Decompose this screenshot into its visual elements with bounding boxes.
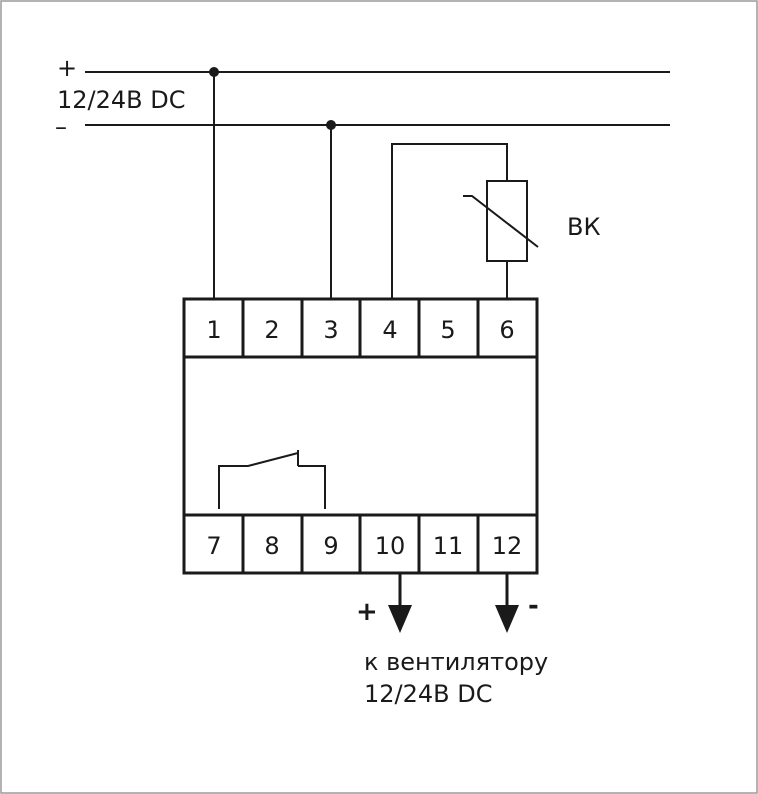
supply-minus-sign: –	[55, 113, 67, 141]
thermistor-body	[486, 180, 528, 262]
terminal-6: 6	[499, 316, 514, 344]
terminal-12: 12	[492, 532, 523, 560]
sensor-label: ВК	[567, 213, 601, 241]
terminal-7: 7	[206, 532, 221, 560]
output-plus-sign: +	[356, 597, 378, 627]
terminal-8: 8	[264, 532, 279, 560]
relay-contact-symbol	[218, 450, 326, 509]
terminal-1: 1	[206, 316, 221, 344]
output-target-label: к вентилятору	[364, 648, 548, 676]
thermistor-slash	[463, 195, 539, 248]
bottom-terminal-dividers	[241, 515, 480, 573]
wire-sensor-loop	[391, 143, 508, 299]
terminal-3: 3	[323, 316, 338, 344]
terminal-9: 9	[323, 532, 338, 560]
output-voltage-label: 12/24В DC	[364, 680, 493, 708]
terminal-11: 11	[433, 532, 464, 560]
output-minus-arrow	[495, 605, 519, 633]
terminal-4: 4	[382, 316, 397, 344]
terminal-2: 2	[264, 316, 279, 344]
output-plus-arrow	[388, 605, 412, 633]
top-terminal-dividers	[241, 299, 480, 357]
terminal-5: 5	[440, 316, 455, 344]
supply-voltage-label: 12/24В DC	[57, 86, 186, 114]
output-minus-sign: -	[528, 591, 539, 621]
supply-plus-sign: +	[57, 54, 77, 82]
terminal-10: 10	[375, 532, 406, 560]
